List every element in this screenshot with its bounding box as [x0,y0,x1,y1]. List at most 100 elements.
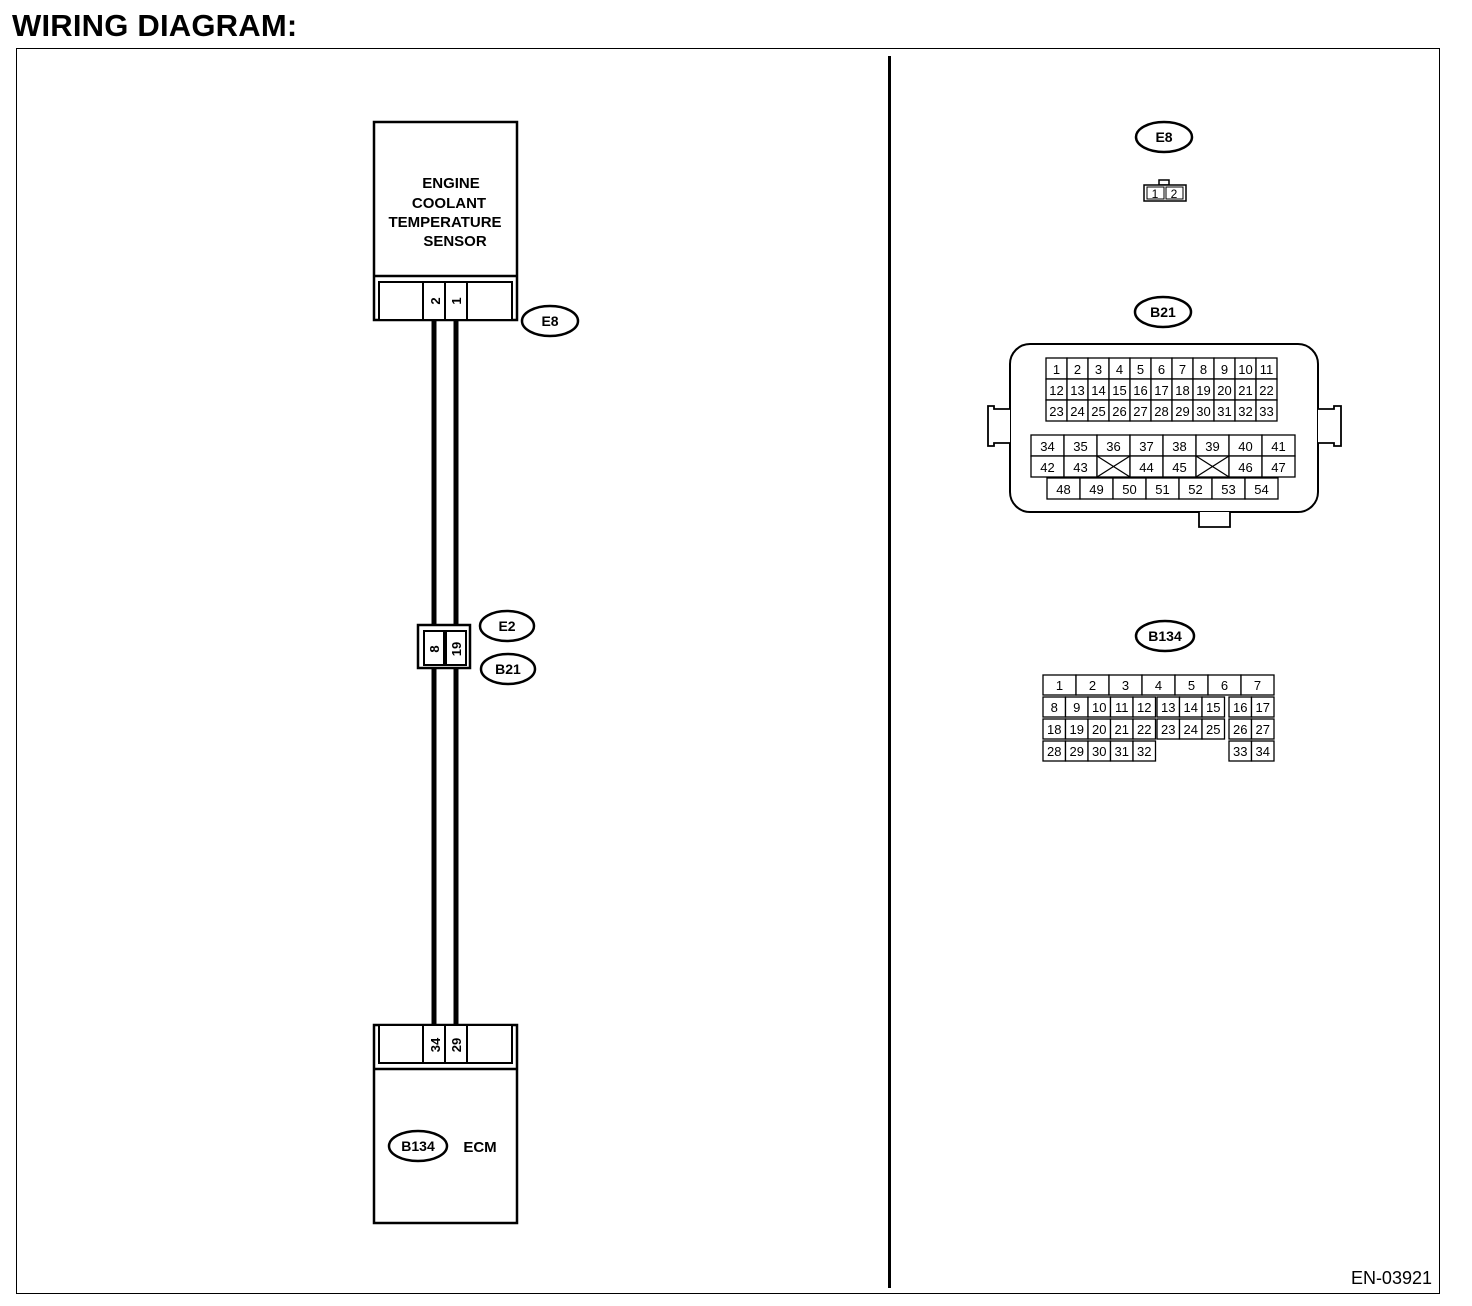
pin-cell [1240,674,1275,696]
pin-number: 44 [1139,460,1153,475]
sensor-label-line: ENGINE [422,175,480,192]
pin-number: 32 [1238,404,1252,419]
pin-number: 4 [1155,678,1162,693]
pin-number: 26 [1112,404,1126,419]
e8-view-pin: 1 [1152,187,1159,201]
pin-number: 30 [1092,744,1106,759]
pin-cell-blank-mark [1195,455,1230,478]
tag-b21: B21 [479,652,537,686]
pin-number: 16 [1233,700,1247,715]
pin-number: 5 [1137,362,1144,377]
pin-number: 22 [1259,383,1273,398]
pin-number: 23 [1161,722,1175,737]
pin-number: 47 [1271,460,1285,475]
tag-b134-ecm [387,1129,449,1163]
pin-number: 25 [1091,404,1105,419]
pin-number: 53 [1221,482,1235,497]
pin-number: 54 [1254,482,1268,497]
sensor-label-line: SENSOR [423,233,487,250]
pin-number: 33 [1233,744,1247,759]
pin-number: 50 [1122,482,1136,497]
pin-number: 5 [1188,678,1195,693]
pin-number: 2 [1074,362,1081,377]
pin-number: 6 [1158,362,1165,377]
svg-text:B21: B21 [495,661,521,677]
pin-cell [1250,696,1275,718]
pin-number: 37 [1139,439,1153,454]
sensor-label-line: TEMPERATURE [388,214,501,231]
pin-number: 10 [1092,700,1106,715]
pin-number: 34 [1040,439,1054,454]
pin-cell [1132,696,1157,718]
pin-number: 36 [1106,439,1120,454]
pin-cell [1250,740,1275,762]
pin-number: 9 [1221,362,1228,377]
sensor-pin-label: 1 [449,297,464,304]
pin-number: 27 [1133,404,1147,419]
pin-number: 13 [1070,383,1084,398]
pin-number: 21 [1115,722,1129,737]
sensor-label-line: COOLANT [412,195,486,212]
pin-number: 38 [1172,439,1186,454]
pin-number: 20 [1217,383,1231,398]
pin-number: 18 [1175,383,1189,398]
pin-number: 2 [1089,678,1096,693]
pin-number: 15 [1112,383,1126,398]
coolant-temp-sensor: ENGINE COOLANT TEMPERATURE SENSOR 2 1 [372,120,519,322]
pin-number: 14 [1091,383,1105,398]
pin-number: 1 [1053,362,1060,377]
pin-number: 33 [1259,404,1273,419]
pin-number: 16 [1133,383,1147,398]
ecm-pin-label: 29 [449,1038,464,1052]
pin-number: 31 [1217,404,1231,419]
pin-number: 4 [1116,362,1123,377]
connector-view-e8-label: E8 [1155,129,1172,145]
document-code: EN-03921 [1350,1268,1432,1288]
pin-number: 52 [1188,482,1202,497]
pin-number: 27 [1256,722,1270,737]
pin-number: 24 [1184,722,1198,737]
pin-number: 30 [1196,404,1210,419]
pin-number: 43 [1073,460,1087,475]
pin-number: 9 [1073,700,1080,715]
e8-view-pin: 2 [1171,187,1178,201]
pin-number: 29 [1070,744,1084,759]
pin-number: 12 [1049,383,1063,398]
pin-number: 24 [1070,404,1084,419]
ecm-label: ECM [463,1139,496,1156]
pin-cell [1244,477,1279,500]
tag-e2: E2 [478,609,536,643]
pin-number: 32 [1137,744,1151,759]
pin-number: 11 [1115,700,1129,715]
pin-number: 17 [1154,383,1168,398]
pin-number: 28 [1154,404,1168,419]
pin-number: 48 [1056,482,1070,497]
pin-number: 8 [1200,362,1207,377]
svg-text:E2: E2 [498,618,515,634]
ecm-unit: 34 29 B134 ECM [372,1023,519,1225]
pin-cell [1132,740,1157,762]
pin-number: 25 [1206,722,1220,737]
pin-number: 31 [1115,744,1129,759]
pin-number: 20 [1092,722,1106,737]
pin-number: 23 [1049,404,1063,419]
joint-pin-label: 8 [427,645,442,652]
pin-number: 49 [1089,482,1103,497]
pin-number: 21 [1238,383,1252,398]
pin-number: 11 [1260,362,1274,377]
pin-number: 10 [1238,362,1252,377]
pin-number: 17 [1256,700,1270,715]
connector-view-e8: E8 1 2 [1134,120,1194,202]
pin-number: 34 [1256,744,1270,759]
pin-number: 18 [1047,722,1061,737]
harness-wires [431,320,459,1025]
pin-number: 12 [1137,700,1151,715]
pin-number: 7 [1254,678,1261,693]
joint-pin-label: 19 [449,642,464,656]
svg-text:E8: E8 [541,313,558,329]
